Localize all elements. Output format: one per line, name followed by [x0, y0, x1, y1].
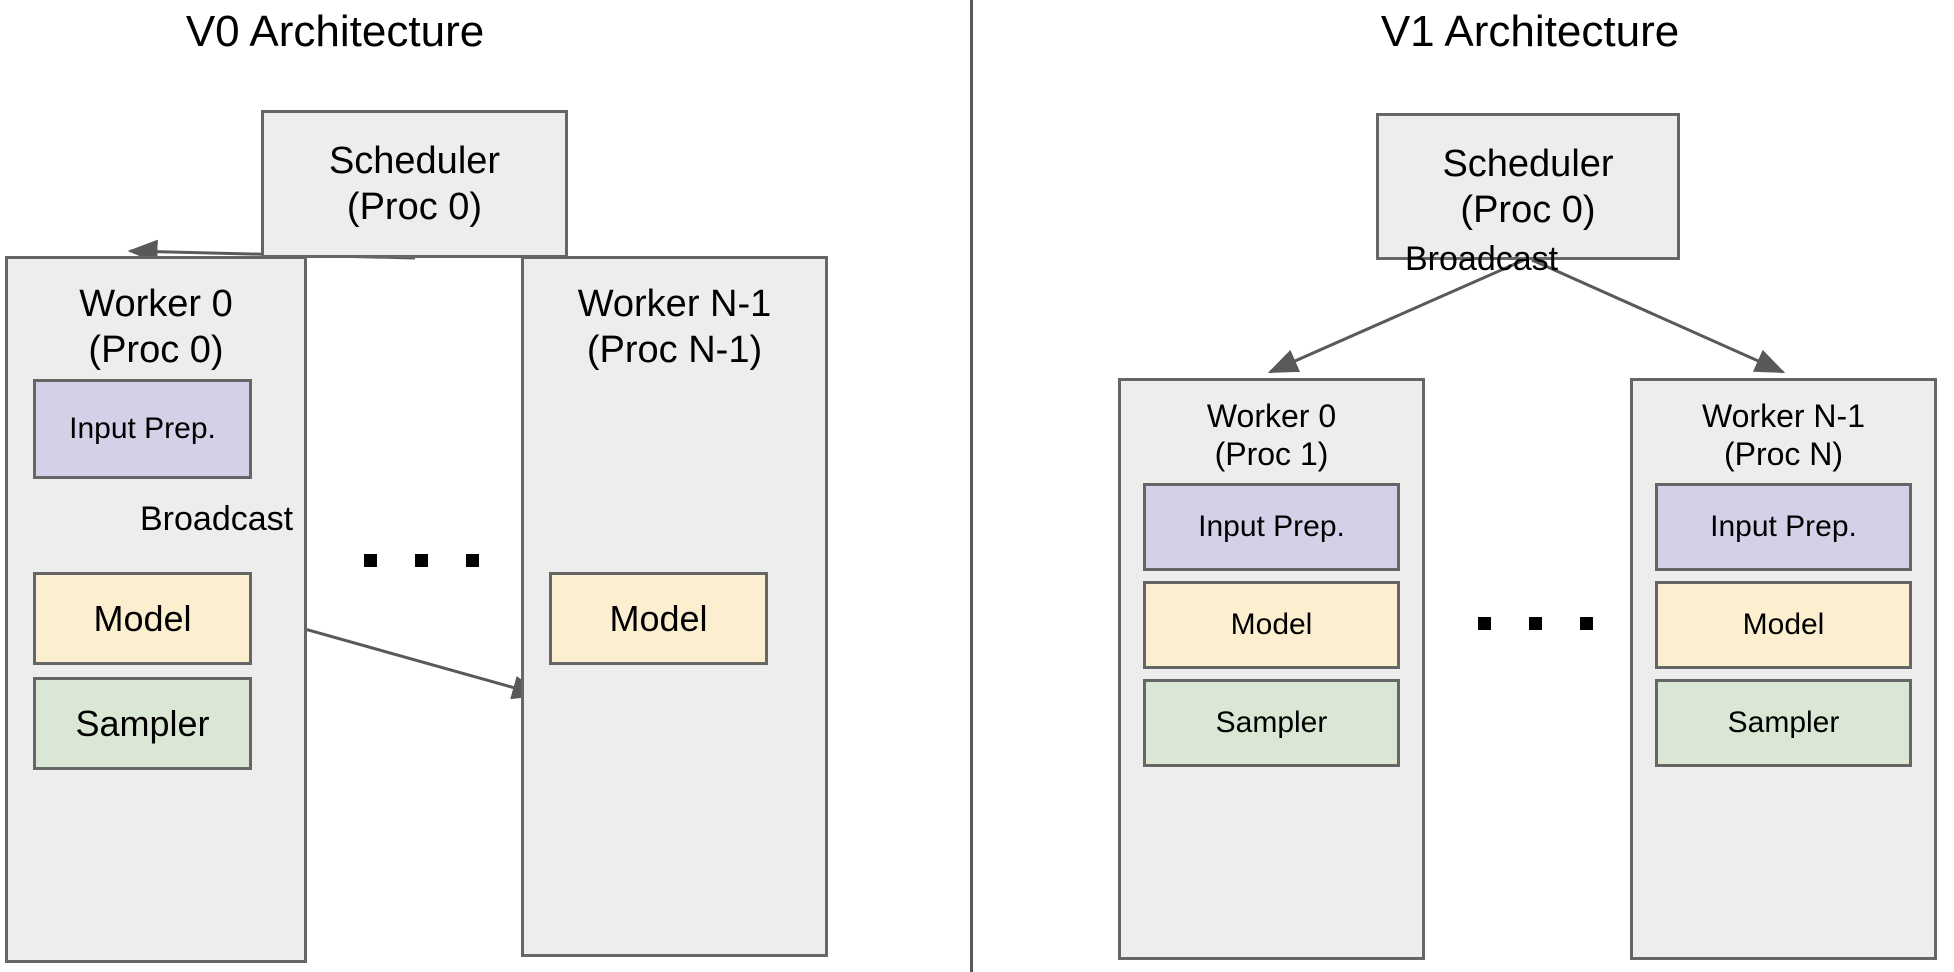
- panel-title-v0: V0 Architecture: [185, 7, 485, 56]
- component-label: Input Prep.: [1710, 510, 1857, 543]
- component-label: Input Prep.: [69, 412, 216, 445]
- scheduler-box-v1[interactable]: Scheduler (Proc 0): [1376, 113, 1680, 260]
- component-label: Model: [93, 597, 192, 639]
- edge-label-broadcast-v1: Broadcast: [1405, 240, 1559, 278]
- component-label: Model: [609, 597, 708, 639]
- worker-box-v1-worker0[interactable]: Worker 0 (Proc 1) Input Prep. Model Samp…: [1118, 378, 1425, 960]
- ellipsis-dot: [1529, 617, 1542, 630]
- ellipsis-v1: [1478, 617, 1593, 630]
- component-sampler-v1-worker0[interactable]: Sampler: [1143, 679, 1400, 767]
- scheduler-proc-v0: (Proc 0): [346, 186, 483, 228]
- worker-proc-v1-worker0: (Proc 1): [1214, 436, 1329, 472]
- component-label: Model: [1742, 608, 1825, 641]
- component-sampler-v1-workerN[interactable]: Sampler: [1655, 679, 1912, 767]
- component-label: Input Prep.: [1198, 510, 1345, 543]
- component-model-v0-workerN[interactable]: Model: [549, 572, 768, 665]
- worker-title-v0-workerN: Worker N-1: [577, 283, 772, 325]
- worker-box-v0-worker0[interactable]: Worker 0 (Proc 0) Input Prep. Model Samp…: [5, 256, 307, 963]
- ellipsis-v0: [364, 554, 479, 567]
- ellipsis-dot: [364, 554, 377, 567]
- worker-proc-v0-worker0: (Proc 0): [88, 329, 224, 371]
- ellipsis-dot: [1478, 617, 1491, 630]
- component-model-v0-worker0[interactable]: Model: [33, 572, 252, 665]
- worker-title-v1-workerN: Worker N-1: [1702, 398, 1865, 434]
- scheduler-title-v0: Scheduler: [328, 140, 501, 182]
- component-model-v1-worker0[interactable]: Model: [1143, 581, 1400, 669]
- scheduler-proc-v1: (Proc 0): [1460, 188, 1596, 231]
- worker-box-v1-workerN[interactable]: Worker N-1 (Proc N) Input Prep. Model Sa…: [1630, 378, 1937, 960]
- scheduler-box-v0[interactable]: Scheduler (Proc 0): [261, 110, 568, 258]
- component-sampler-v0-worker0[interactable]: Sampler: [33, 677, 252, 770]
- component-input-prep-v0-worker0[interactable]: Input Prep.: [33, 379, 252, 479]
- ellipsis-dot: [415, 554, 428, 567]
- component-label: Sampler: [1727, 706, 1840, 739]
- ellipsis-dot: [1580, 617, 1593, 630]
- panel-divider: [970, 0, 973, 972]
- worker-box-v0-workerN[interactable]: Worker N-1 (Proc N-1) Model: [521, 256, 828, 957]
- component-label: Sampler: [75, 702, 210, 744]
- worker-proc-v0-workerN: (Proc N-1): [586, 329, 763, 371]
- edge-label-broadcast-v0: Broadcast: [140, 500, 294, 538]
- scheduler-title-v1: Scheduler: [1442, 142, 1614, 185]
- worker-title-v0-worker0: Worker 0: [79, 283, 233, 325]
- panel-title-v1: V1 Architecture: [1380, 7, 1680, 56]
- worker-title-v1-worker0: Worker 0: [1206, 398, 1337, 434]
- component-model-v1-workerN[interactable]: Model: [1655, 581, 1912, 669]
- worker-proc-v1-workerN: (Proc N): [1723, 436, 1844, 472]
- ellipsis-dot: [466, 554, 479, 567]
- component-label: Model: [1230, 608, 1313, 641]
- component-input-prep-v1-worker0[interactable]: Input Prep.: [1143, 483, 1400, 571]
- component-input-prep-v1-workerN[interactable]: Input Prep.: [1655, 483, 1912, 571]
- component-label: Sampler: [1215, 706, 1328, 739]
